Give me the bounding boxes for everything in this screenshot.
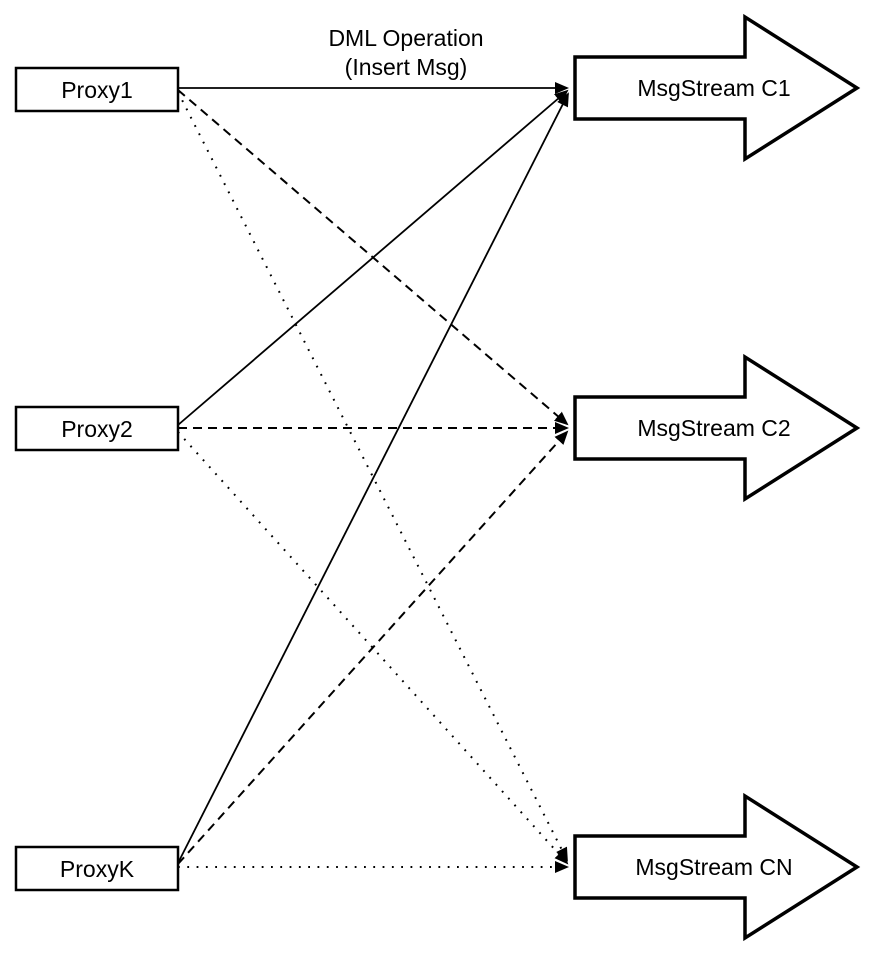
proxy1-box [14,66,180,113]
connections [177,82,569,873]
proxy2-label: Proxy2 [61,416,133,442]
title-line-1: DML Operation [328,25,483,51]
proxy2-node: Proxy2 [14,405,180,452]
msgstream-c1-block-arrow-icon [573,13,861,163]
msgstream-c2-block-arrow-icon [573,353,861,503]
title-line-2: (Insert Msg) [345,54,468,80]
diagram-title: DML Operation (Insert Msg) [328,25,483,80]
proxyk-label: ProxyK [60,856,135,882]
connection-proxy1-to-msgstream-c2 [177,89,569,426]
connection-proxyk-to-msgstream-c2 [177,430,569,865]
msgstream-c2-node: MsgStream C2 [573,353,861,503]
msgstream-c2-label: MsgStream C2 [637,415,790,441]
connection-proxy2-to-msgstream-cn [177,431,569,865]
proxy1-label: Proxy1 [61,77,133,103]
msgstream-c1-node: MsgStream C1 [573,13,861,163]
connection-proxy1-to-msgstream-cn [177,91,568,862]
connection-proxyk-to-msgstream-c1 [177,92,569,864]
msgstream-cn-node: MsgStream CN [573,792,861,942]
msgstream-cn-block-arrow-icon [573,792,861,942]
proxy1-node: Proxy1 [14,66,180,113]
proxy2-box [14,405,180,452]
msgstream-c1-label: MsgStream C1 [637,75,790,101]
proxyk-node: ProxyK [14,845,180,892]
msgstream-cn-label: MsgStream CN [635,854,792,880]
proxyk-box [14,845,180,892]
